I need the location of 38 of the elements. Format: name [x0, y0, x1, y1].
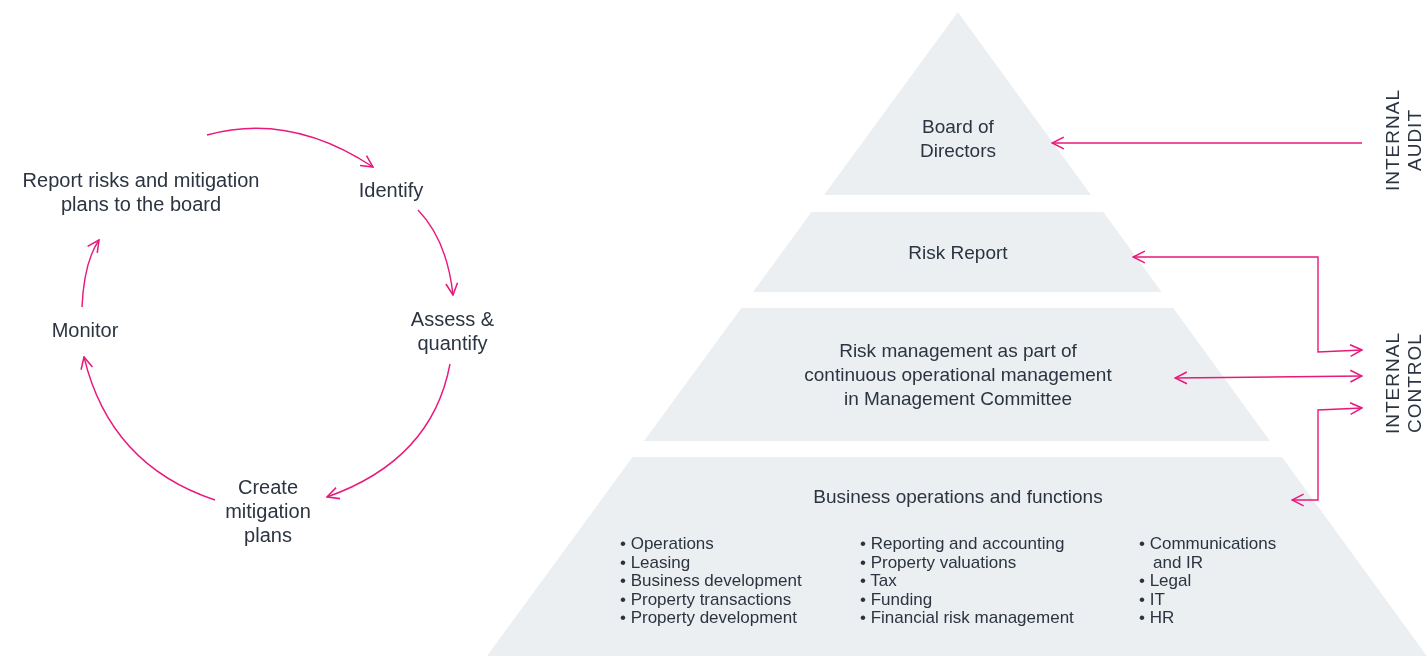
- pyramid-tier: [753, 212, 1162, 292]
- pyramid-tier: [824, 12, 1092, 195]
- arrow: [326, 363, 451, 499]
- tier-heading: Business operations and functions: [812, 485, 1104, 509]
- arrow: [1132, 250, 1363, 358]
- step-label: Create mitigation plans: [218, 475, 318, 549]
- list-item: • Financial risk management: [860, 609, 1075, 628]
- list-item: • Legal: [1139, 572, 1193, 591]
- side-label: INTERNAL AUDIT: [1382, 88, 1427, 192]
- arrow: [1174, 369, 1363, 385]
- tier-heading: Risk management as part of continuous operational management in Management Committee: [803, 339, 1113, 411]
- arrow: [1291, 401, 1363, 507]
- list-item: • Funding: [860, 590, 934, 609]
- list-item: • Tax: [860, 572, 898, 591]
- list-item: • Communications and IR: [1139, 535, 1278, 572]
- arrow: [206, 127, 374, 168]
- pyramid-tier: [644, 308, 1271, 441]
- list-item: • Reporting and accounting: [860, 535, 1066, 554]
- list-item: • Property development: [620, 609, 798, 628]
- list-item: • Property valuations: [860, 553, 1018, 572]
- tier-heading: Risk Report: [907, 241, 1009, 265]
- tier-heading: Board of Directors: [918, 115, 997, 163]
- list-item: • Property transactions: [620, 590, 793, 609]
- arrow: [81, 239, 100, 308]
- list-item: • Business development: [620, 572, 803, 591]
- step-label: Report risks and mitigation plans to the board: [10, 168, 272, 216]
- list-item: • HR: [1139, 609, 1176, 628]
- step-label: Assess & quantify: [405, 307, 500, 357]
- pyramid-tier: [486, 457, 1427, 656]
- side-label: INTERNAL CONTROL: [1382, 331, 1427, 435]
- list-item: • Leasing: [620, 553, 692, 572]
- arrow: [80, 356, 216, 501]
- arrow: [1051, 136, 1363, 150]
- arrow: [417, 209, 459, 296]
- step-label: Monitor: [40, 318, 130, 346]
- list-item: • IT: [1139, 590, 1166, 609]
- step-label: Identify: [350, 178, 432, 206]
- list-item: • Operations: [620, 535, 715, 554]
